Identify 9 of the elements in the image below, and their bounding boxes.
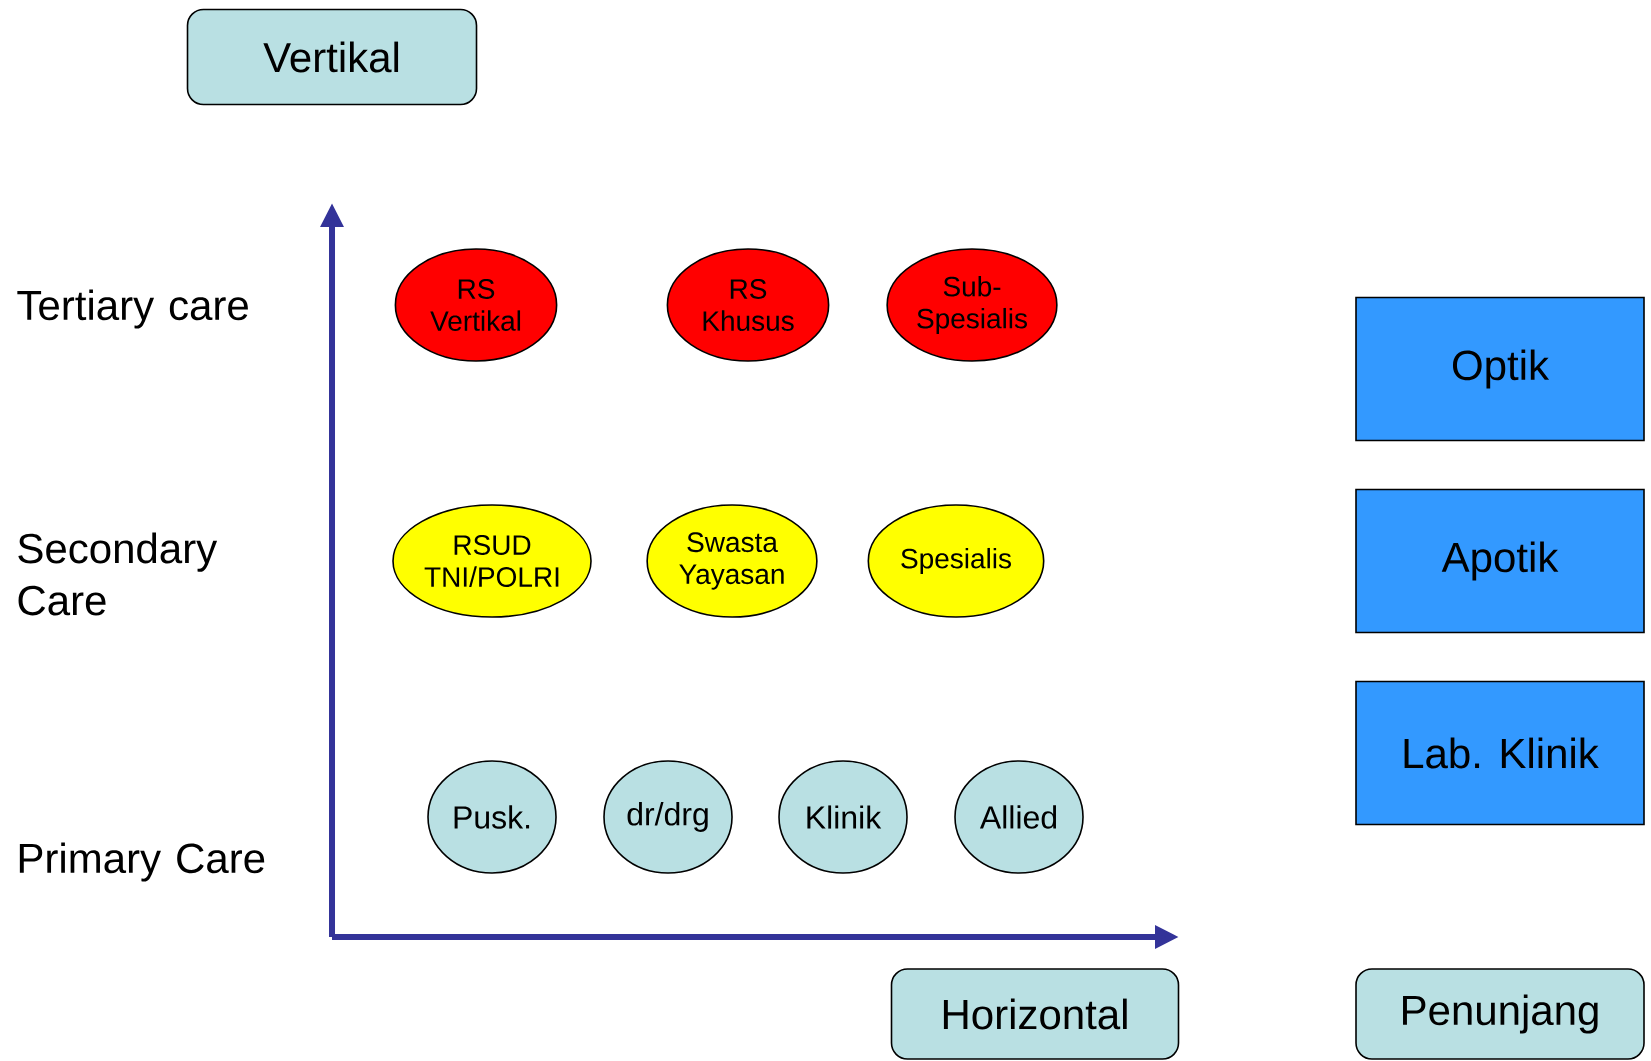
level-label: Secondary Care [18,532,218,616]
support-box: Apotik [1355,488,1645,634]
axis-title-box: Horizontal [890,968,1180,1060]
support-box: Lab. Klinik [1355,680,1645,826]
support-title-box: Penunjang [1355,968,1645,1060]
level-label: Tertiary care [17,289,248,329]
support-box: Optik [1355,296,1645,442]
axis-title-box: Vertikal [186,8,478,106]
level-label: Primary Care [19,842,265,882]
